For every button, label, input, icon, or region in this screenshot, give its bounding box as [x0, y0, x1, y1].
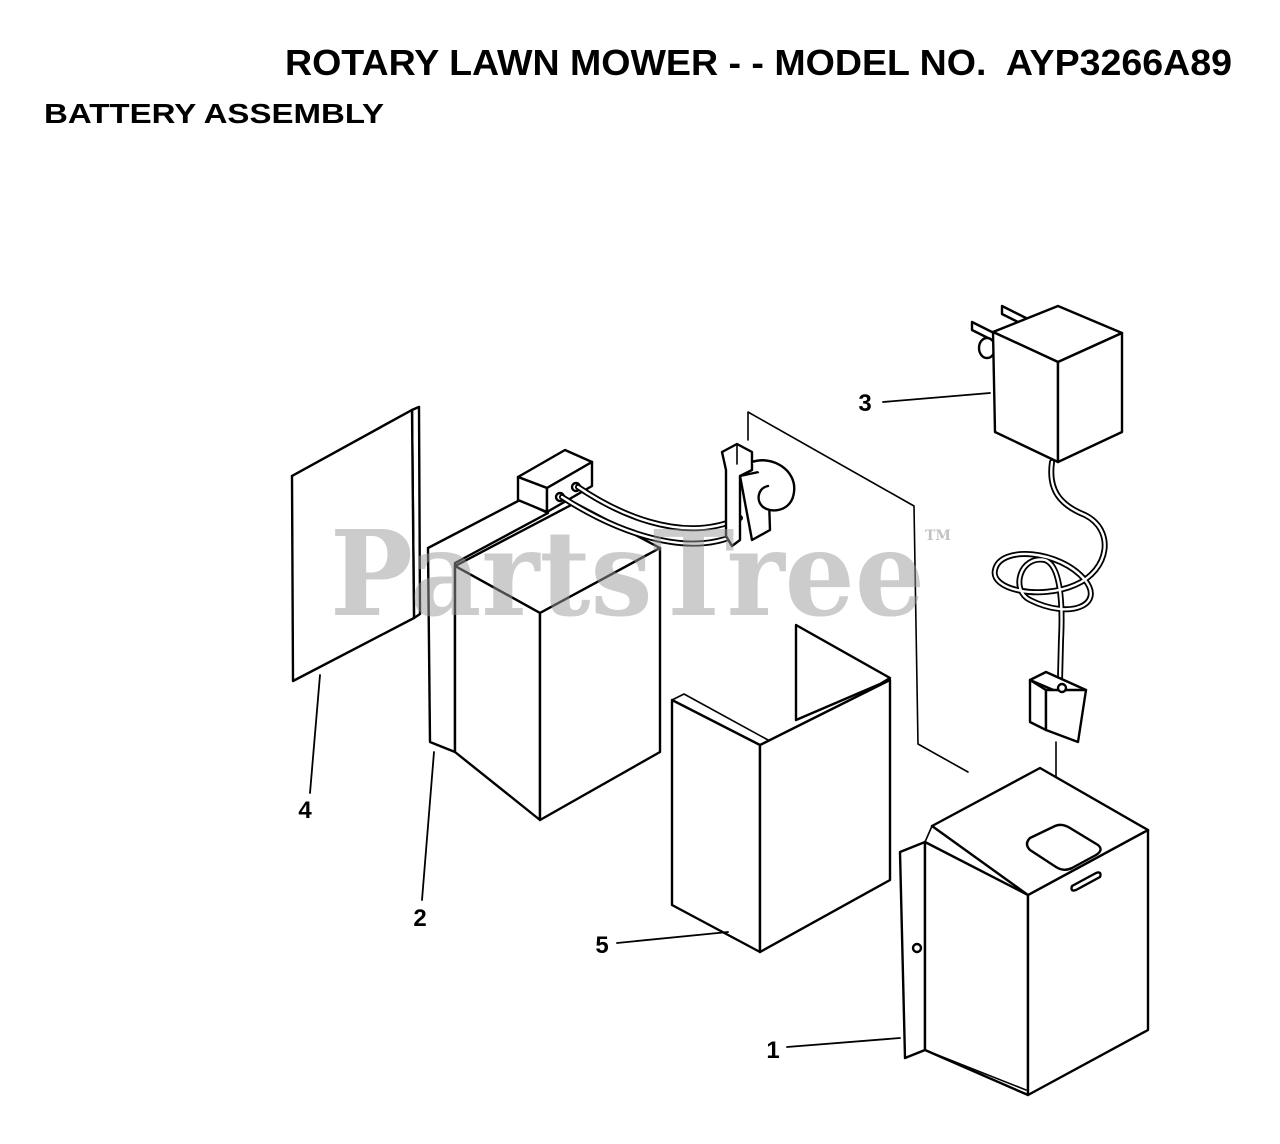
charger-cord [991, 459, 1108, 683]
battery-wire-b-inner [576, 485, 742, 530]
part-2-battery[interactable] [426, 442, 796, 822]
charger-right-face [1056, 331, 1124, 464]
assembly-guide-line-connector-to-holder [747, 411, 969, 773]
cord-plug-front [1044, 688, 1088, 744]
cord-plug-socket [1056, 682, 1068, 694]
holder-mount-hole [911, 942, 923, 954]
part-5-cover[interactable] [670, 623, 892, 954]
leader-line-1 [786, 1037, 901, 1048]
section-subtitle: BATTERY ASSEMBLY [44, 98, 384, 129]
callout-5[interactable]: 5 [595, 932, 608, 959]
callout-2[interactable]: 2 [413, 905, 426, 932]
part-1-battery-holder[interactable] [898, 766, 1150, 1097]
holder-top-slot [1025, 823, 1102, 871]
leader-line-4 [309, 674, 321, 794]
callout-4[interactable]: 4 [298, 797, 312, 824]
connector-hook [750, 459, 796, 512]
cover-right-face [758, 678, 892, 954]
cord-plug-left [1028, 678, 1048, 732]
panel-face [290, 408, 416, 683]
holder-bottom-lip [929, 1051, 1027, 1091]
leader-line-2 [421, 751, 435, 901]
part-4-panel[interactable] [290, 405, 422, 683]
leader-line-5 [616, 931, 729, 944]
holder-lip [924, 825, 933, 843]
callout-1[interactable]: 1 [766, 1037, 779, 1064]
watermark-trademark: TM [925, 528, 951, 544]
holder-side-slot [1070, 871, 1102, 892]
wire-connector-body [720, 442, 754, 548]
cover-left-face [670, 698, 762, 954]
charger-cord-inner [993, 460, 1106, 682]
battery-right-face [538, 546, 662, 822]
cover-top-edge [671, 693, 769, 741]
leader-line-3 [882, 392, 991, 403]
part-3-charger[interactable] [970, 304, 1124, 744]
diagram-title: ROTARY LAWN MOWER - - MODEL NO. AYP3266A… [285, 42, 1232, 83]
holder-top-face [930, 766, 1150, 897]
battery-wire-a-inner [560, 495, 740, 545]
watermark: PartsTree [330, 504, 925, 643]
callout-3[interactable]: 3 [858, 390, 871, 417]
